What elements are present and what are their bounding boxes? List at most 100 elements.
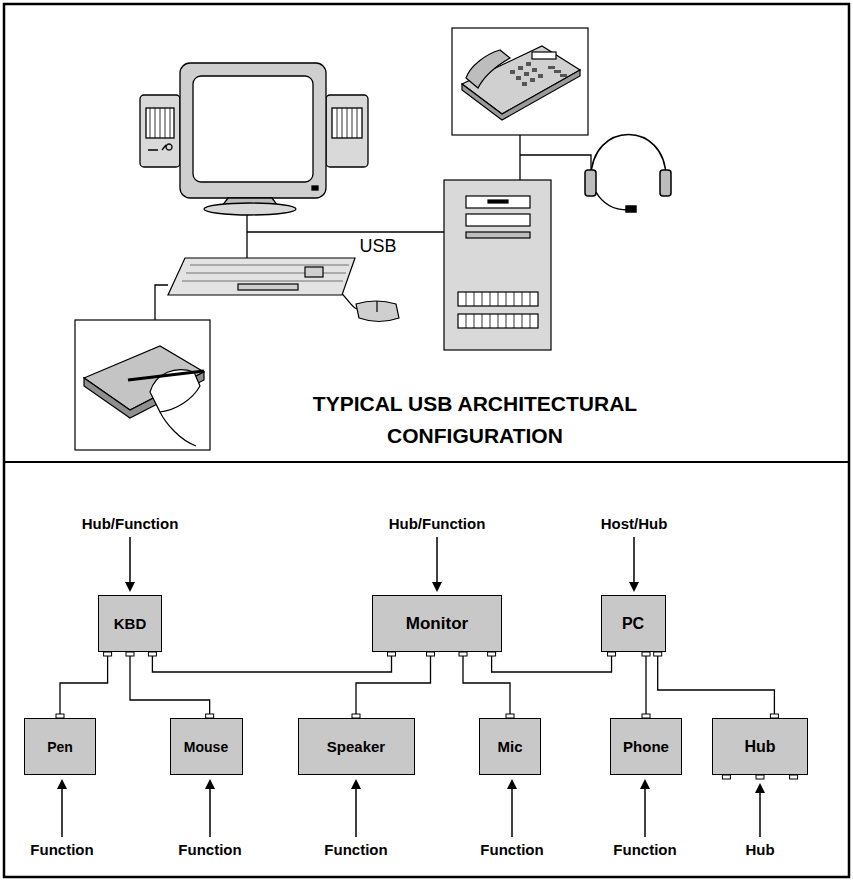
role-arrow-head xyxy=(351,779,361,789)
pc-tower-illustration-part xyxy=(466,214,530,226)
usb-device-box: Speaker xyxy=(298,718,415,775)
headset-illustration xyxy=(585,135,671,213)
usb-port xyxy=(654,652,662,656)
role-label: Hub/Function xyxy=(389,515,486,533)
monitor-illustration-part xyxy=(150,108,170,138)
role-label: Function xyxy=(480,841,543,859)
pc-tower-illustration-part xyxy=(444,180,551,350)
usb-cable-part xyxy=(246,214,247,258)
telephone-illustration-part-part xyxy=(524,72,529,76)
usb-cable-part xyxy=(247,231,444,232)
headset-illustration-part xyxy=(585,170,596,196)
telephone-illustration-part-part xyxy=(560,74,567,77)
role-arrow xyxy=(629,537,639,592)
role-label: Function xyxy=(178,841,241,859)
telephone-illustration-part xyxy=(452,28,588,135)
usb-device-box: Monitor xyxy=(372,595,502,652)
usb-device-box: Pen xyxy=(24,718,96,775)
role-arrow xyxy=(432,537,442,592)
role-label: Hub/Function xyxy=(82,515,179,533)
usb-cable-connector xyxy=(60,652,108,718)
usb-port xyxy=(104,652,112,656)
role-arrow xyxy=(125,537,135,592)
role-arrow-head xyxy=(125,582,135,592)
pc-tower-illustration-part xyxy=(466,232,530,238)
device-name: Monitor xyxy=(406,614,468,634)
role-arrow-shaft xyxy=(355,787,357,837)
bus-label: USB xyxy=(359,237,396,255)
usb-port xyxy=(126,652,134,656)
pc-tower-illustration-part xyxy=(466,292,530,306)
usb-port xyxy=(388,652,396,656)
usb-port xyxy=(722,775,730,779)
role-arrow xyxy=(755,783,765,837)
role-label: Function xyxy=(324,841,387,859)
tablet-illustration xyxy=(75,320,210,450)
tablet-illustration-part xyxy=(128,371,204,380)
keyboard-illustration xyxy=(168,258,355,295)
usb-device-box: Mouse xyxy=(170,718,243,775)
role-arrow-shaft xyxy=(209,787,211,837)
role-label: Function xyxy=(30,841,93,859)
role-arrow-head xyxy=(57,779,67,789)
monitor-illustration-part xyxy=(146,108,174,138)
telephone-illustration-part-part xyxy=(530,78,535,82)
role-arrow xyxy=(57,779,67,837)
telephone-illustration-part-part xyxy=(554,70,561,73)
pc-tower-illustration-part xyxy=(466,196,530,208)
usb-device-box: KBD xyxy=(98,595,162,652)
monitor-illustration-part xyxy=(204,203,296,215)
role-arrow-shaft xyxy=(633,537,635,584)
panel-divider xyxy=(4,461,849,463)
monitor-illustration-part xyxy=(193,76,313,182)
pc-tower-illustration xyxy=(444,180,551,350)
telephone-illustration-part-part xyxy=(522,82,527,86)
role-arrow xyxy=(640,779,650,837)
usb-port xyxy=(642,652,650,656)
device-name: Speaker xyxy=(327,738,385,755)
role-arrow-shaft xyxy=(759,791,761,837)
telephone-illustration-part-part xyxy=(510,70,515,74)
telephone-illustration xyxy=(452,28,588,135)
headset-illustration-part xyxy=(660,170,671,196)
tablet-illustration-part xyxy=(75,320,210,450)
monitor-illustration-part xyxy=(312,186,318,190)
role-label: Hub xyxy=(745,841,774,859)
usb-cable-connector xyxy=(645,652,646,718)
device-name: KBD xyxy=(114,615,147,632)
usb-cable-connector xyxy=(492,652,612,672)
role-arrow-head xyxy=(755,783,765,793)
telephone-illustration-part xyxy=(510,62,567,86)
role-arrow-head xyxy=(629,582,639,592)
keyboard-illustration-part xyxy=(305,267,323,277)
role-arrow-head xyxy=(640,779,650,789)
monitor-illustration-part xyxy=(337,108,357,138)
device-name: Mouse xyxy=(184,739,228,755)
role-arrow-head xyxy=(432,582,442,592)
pc-tower-illustration-part xyxy=(466,314,530,328)
pc-tower-illustration-part xyxy=(458,314,538,328)
role-arrow-shaft xyxy=(129,537,131,584)
usb-port xyxy=(488,652,496,656)
monitor-illustration-part xyxy=(332,108,362,138)
usb-device-box: Mic xyxy=(479,718,541,775)
device-name: Mic xyxy=(497,738,522,755)
role-arrow-shaft xyxy=(436,537,438,584)
mouse-illustration-part xyxy=(376,301,377,312)
telephone-illustration-part-part xyxy=(516,76,521,80)
tablet-illustration-part xyxy=(160,412,196,446)
role-arrow-head xyxy=(205,779,215,789)
telephone-illustration-part xyxy=(466,50,510,88)
usb-device-box: PC xyxy=(601,595,666,652)
headset-illustration-part xyxy=(596,192,628,210)
usb-cable-connector xyxy=(658,652,775,718)
pc-tower-illustration-part xyxy=(458,292,538,306)
role-arrow xyxy=(351,779,361,837)
usb-device-box: Phone xyxy=(610,718,682,775)
role-label: Host/Hub xyxy=(601,515,668,533)
diagram-title: TYPICAL USB ARCHITECTURAL CONFIGURATION xyxy=(245,388,705,452)
role-arrow xyxy=(205,779,215,837)
usb-port xyxy=(608,652,616,656)
role-arrow-shaft xyxy=(61,787,63,837)
